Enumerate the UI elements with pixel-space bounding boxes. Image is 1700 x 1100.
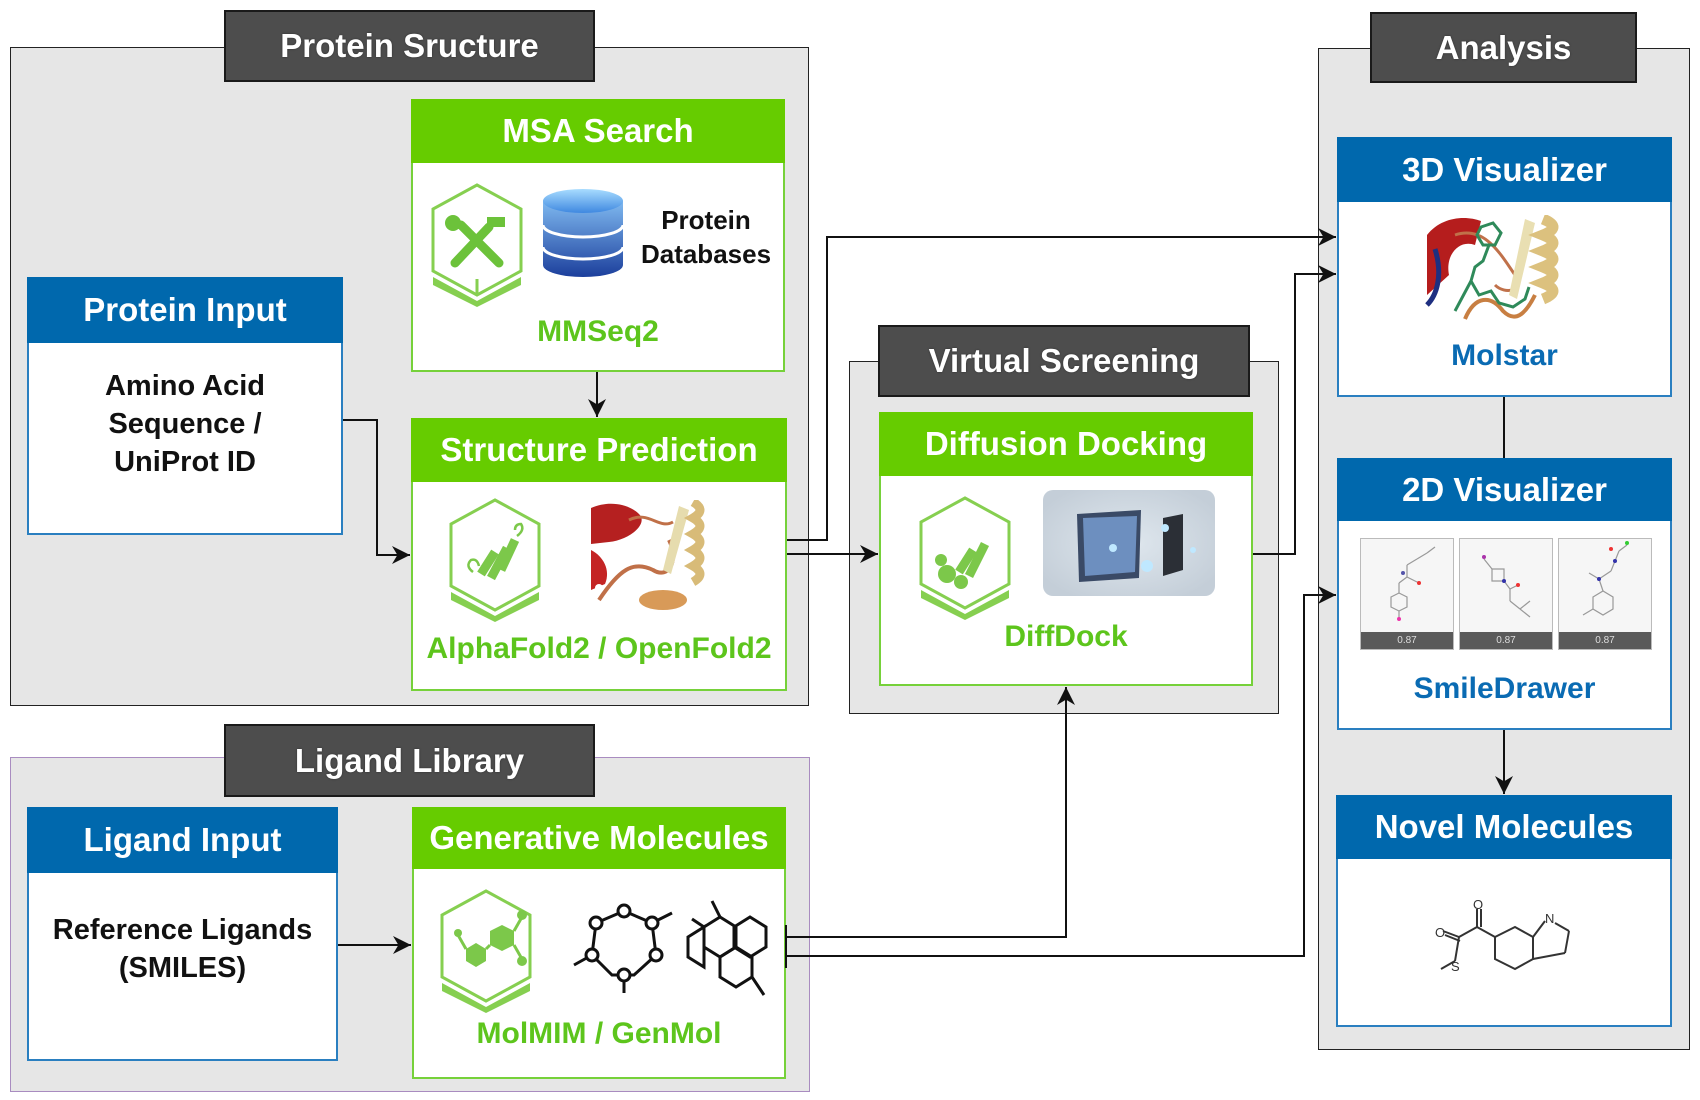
node-generative-molecules[interactable]: Generative Molecules <box>412 807 786 1079</box>
node-caption: AlphaFold2 / OpenFold2 <box>426 632 772 665</box>
node-2d-visualizer[interactable]: 2D Visualizer 0.87 0.87 <box>1337 458 1672 730</box>
similarity-score: 0.87 <box>1559 632 1651 649</box>
molecule-thumbnail[interactable]: 0.87 <box>1459 538 1553 650</box>
macrocycle-icon <box>573 903 673 993</box>
protein-ligand-complex-image <box>1425 215 1581 323</box>
db-label: Protein Databases <box>631 203 781 271</box>
docking-hexagon-icon <box>919 496 1011 620</box>
node-caption: MolMIM / GenMol <box>476 1017 722 1050</box>
node-body: Reference Ligands (SMILES) <box>29 911 336 987</box>
node-header: MSA Search <box>411 99 785 163</box>
indole-thioester-structure-image: S O O N <box>1435 897 1570 974</box>
node-3d-visualizer[interactable]: 3D Visualizer Molstar <box>1337 137 1672 397</box>
node-ligand-input[interactable]: Ligand Input Reference Ligands (SMILES) <box>27 807 338 1061</box>
molecule-structure-image <box>1582 541 1629 616</box>
db-label-line: Databases <box>640 239 772 269</box>
body-line: Reference Ligands <box>52 914 313 946</box>
similarity-score: 0.87 <box>1460 632 1552 649</box>
node-msa-search[interactable]: MSA Search Protein Databases MMSe <box>411 99 785 372</box>
svg-text:O: O <box>1435 925 1445 940</box>
molecule-thumbnail[interactable]: 0.87 <box>1558 538 1652 650</box>
node-caption: DiffDock <box>1004 620 1128 653</box>
group-title-protein-structure: Protein Sructure <box>224 10 595 82</box>
body-line: Amino Acid <box>104 370 266 402</box>
svg-text:N: N <box>1545 911 1554 926</box>
svg-text:O: O <box>1473 897 1483 912</box>
molecule-thumbnail[interactable]: 0.87 <box>1360 538 1454 650</box>
protein-ribbon-image <box>589 500 711 610</box>
polycyclic-icon <box>686 900 768 996</box>
node-header: Protein Input <box>27 277 343 343</box>
node-header: Novel Molecules <box>1336 795 1672 859</box>
node-caption: SmileDrawer <box>1413 672 1596 705</box>
node-header: 2D Visualizer <box>1337 458 1672 521</box>
tools-hexagon-icon <box>431 183 523 307</box>
body-line: Sequence / <box>108 408 262 440</box>
docking-render-image <box>1043 490 1215 596</box>
node-body: Amino Acid Sequence / UniProt ID <box>29 367 341 481</box>
molecule-structure-image <box>1390 546 1436 621</box>
edge-generative-to-docking <box>786 687 1075 938</box>
node-novel-molecules[interactable]: Novel Molecules S O O N <box>1336 795 1672 1027</box>
group-title-virtual-screening: Virtual Screening <box>878 325 1250 397</box>
node-caption: MMSeq2 <box>537 315 659 348</box>
node-header: 3D Visualizer <box>1337 137 1672 202</box>
body-line: UniProt ID <box>114 446 256 478</box>
node-header: Structure Prediction <box>411 418 787 482</box>
protein-hexagon-icon <box>449 498 541 622</box>
node-header: Generative Molecules <box>412 807 786 869</box>
molecule-structure-image <box>1482 555 1531 618</box>
group-title-ligand-library: Ligand Library <box>224 724 595 797</box>
database-icon <box>541 189 625 277</box>
svg-text:S: S <box>1451 959 1460 974</box>
node-header: Diffusion Docking <box>879 412 1253 476</box>
node-caption: Molstar <box>1451 339 1558 372</box>
node-protein-input[interactable]: Protein Input Amino Acid Sequence / UniP… <box>27 277 343 535</box>
molecule-hexagon-icon <box>440 889 532 1013</box>
node-diffusion-docking[interactable]: Diffusion Docking DiffDock <box>879 412 1253 686</box>
body-line: (SMILES) <box>118 952 247 984</box>
node-header: Ligand Input <box>27 807 338 873</box>
group-title-analysis: Analysis <box>1370 12 1637 83</box>
node-structure-prediction[interactable]: Structure Prediction AlphaFold2 / OpenFo… <box>411 418 787 691</box>
similarity-score: 0.87 <box>1361 632 1453 649</box>
db-label-line: Protein <box>661 205 751 235</box>
